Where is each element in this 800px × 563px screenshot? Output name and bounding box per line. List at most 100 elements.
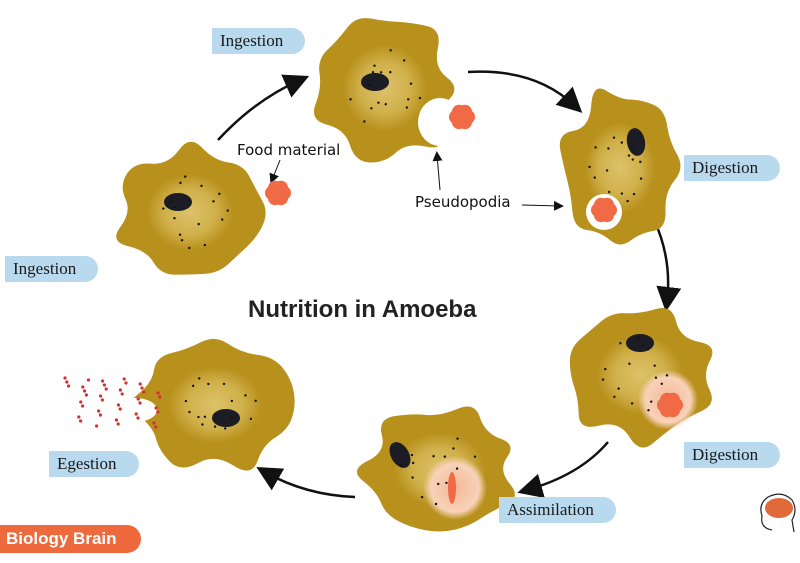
waste-particle — [79, 400, 83, 404]
granule — [178, 233, 182, 236]
granule — [593, 176, 596, 179]
waste-particle — [158, 395, 162, 399]
granule — [226, 209, 229, 212]
waste-particle — [101, 379, 105, 383]
granule — [619, 342, 622, 345]
granule — [607, 190, 611, 194]
absorbed-food — [448, 472, 456, 504]
granule — [197, 415, 200, 419]
granule — [455, 467, 459, 470]
waste-particle — [98, 413, 102, 417]
granule — [605, 169, 609, 172]
granule — [230, 415, 233, 418]
waste-particle — [116, 422, 120, 426]
nucleus — [626, 128, 646, 156]
granule — [607, 147, 610, 150]
granule — [620, 141, 623, 144]
granule — [179, 181, 182, 185]
waste-particle — [81, 404, 85, 408]
granule — [445, 481, 448, 485]
waste-particle — [156, 410, 160, 414]
waste-particle — [86, 378, 90, 382]
waste-particle — [83, 389, 87, 393]
cycle-arrow — [467, 70, 583, 113]
nucleus — [164, 193, 192, 211]
granule — [639, 177, 643, 180]
label-digestion: Digestion — [684, 155, 781, 181]
waste-particle — [63, 376, 67, 380]
granule — [631, 158, 634, 161]
granule — [244, 394, 247, 397]
granule — [637, 336, 640, 340]
granule — [407, 98, 410, 101]
granule — [379, 71, 383, 74]
granule — [620, 192, 624, 195]
granule — [368, 83, 371, 87]
granule — [371, 70, 375, 74]
food-particle — [666, 392, 680, 407]
cycle-arrow — [653, 221, 682, 312]
waste-particle — [122, 377, 126, 381]
nucleus — [361, 73, 389, 91]
waste-particle — [120, 392, 124, 396]
waste-particle — [99, 394, 103, 398]
granule — [626, 199, 629, 203]
granule — [660, 382, 663, 385]
label-assimilation: Assimilation — [499, 497, 616, 523]
label-ingestion: Ingestion — [212, 28, 306, 54]
granule — [188, 410, 191, 414]
granule — [349, 98, 352, 101]
granule — [628, 362, 631, 365]
granule — [650, 400, 653, 403]
nucleus — [389, 442, 411, 468]
waste-particle — [138, 382, 142, 386]
waste-particle — [124, 381, 128, 385]
food-particle — [600, 197, 614, 212]
granule — [389, 49, 392, 52]
granule — [230, 399, 234, 403]
granule — [249, 417, 253, 421]
granule — [180, 238, 184, 242]
pseudopodia-gap — [113, 398, 157, 422]
cycle-arrow — [256, 467, 356, 499]
waste-particle — [136, 416, 140, 420]
cycle-arrow — [217, 74, 310, 141]
granule — [399, 463, 402, 467]
label-ingestion: Ingestion — [5, 256, 99, 282]
granule — [411, 461, 415, 465]
granule — [594, 146, 597, 149]
granule — [213, 425, 217, 428]
granule — [184, 399, 188, 403]
granule — [370, 107, 373, 110]
waste-particle — [116, 403, 120, 407]
granule — [173, 217, 176, 220]
waste-particle — [154, 425, 158, 429]
granule — [613, 395, 616, 399]
granule — [201, 423, 204, 426]
amoeba — [559, 88, 681, 245]
waste-particle — [97, 409, 101, 413]
granule — [200, 184, 203, 188]
waste-particle — [118, 407, 122, 411]
waste-particle — [136, 397, 140, 401]
granule — [432, 455, 435, 458]
waste-particle — [65, 380, 69, 384]
pseudopodia-gap — [418, 98, 462, 146]
granule — [409, 82, 413, 85]
granule — [363, 120, 366, 123]
waste-particle — [142, 390, 146, 394]
waste-particle — [77, 415, 81, 419]
granule — [588, 165, 591, 169]
pointer-line — [521, 200, 564, 211]
waste-particle — [104, 387, 108, 391]
granule — [191, 384, 195, 388]
waste-particle — [156, 391, 160, 395]
granule — [183, 175, 187, 178]
waste-particle — [84, 393, 88, 397]
label-digestion: Digestion — [684, 442, 781, 468]
granule — [212, 200, 215, 203]
pointer-line — [269, 159, 281, 184]
waste-particle — [67, 384, 71, 388]
